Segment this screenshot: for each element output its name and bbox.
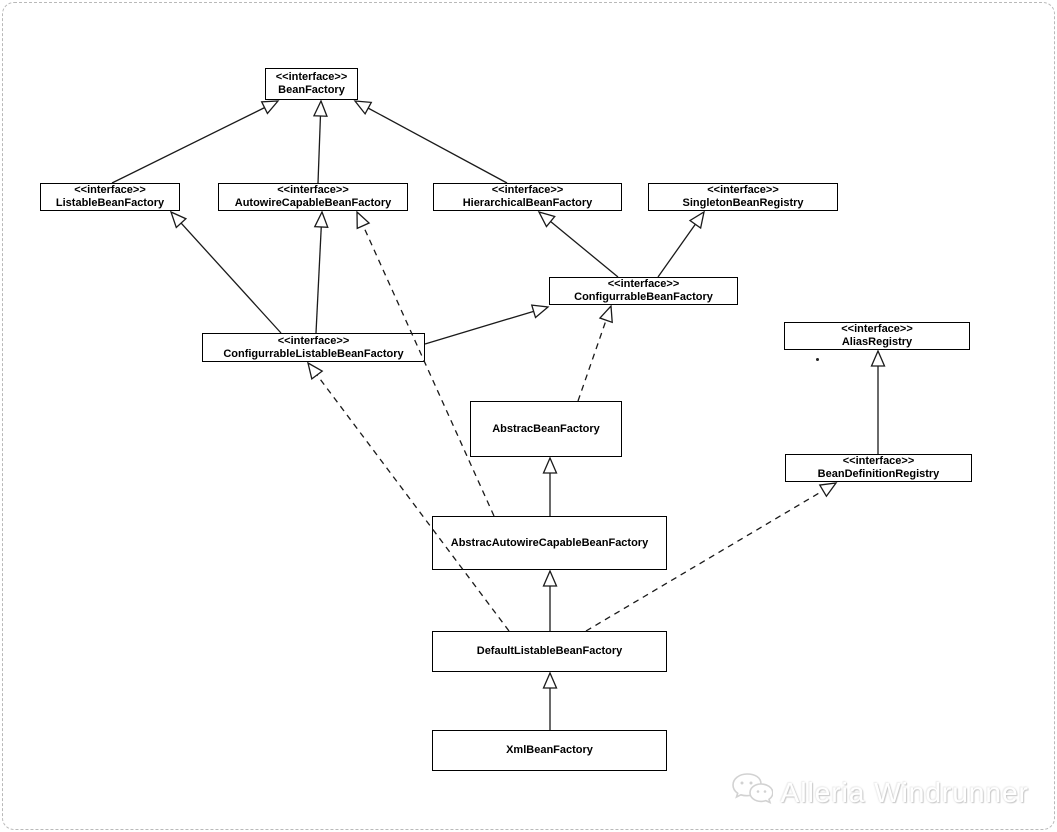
watermark-text: Alleria Windrunner xyxy=(780,776,1029,808)
class-node-abstrac-autowire-capable-bean-factory: AbstracAutowireCapableBeanFactory xyxy=(432,516,667,570)
class-name-label: AbstracBeanFactory xyxy=(492,422,600,435)
class-name-label: AliasRegistry xyxy=(841,336,913,348)
class-name-label: AutowireCapableBeanFactory xyxy=(234,197,392,209)
class-name-label: XmlBeanFactory xyxy=(506,744,593,756)
stereotype-label: <<interface>> xyxy=(707,184,779,196)
class-name-label: ConfigurrableListableBeanFactory xyxy=(223,347,404,360)
stereotype-label: <<interface>> xyxy=(841,323,913,335)
class-name-label: HierarchicalBeanFactory xyxy=(462,197,593,209)
wechat-icon xyxy=(731,772,774,813)
class-name-label: BeanDefinitionRegistry xyxy=(817,468,940,480)
stereotype-label: <<interface>> xyxy=(275,71,348,83)
class-node-bean-definition-registry: <<interface>>BeanDefinitionRegistry xyxy=(785,454,972,482)
class-node-configurrable-listable-bean-factory: <<interface>>ConfigurrableListableBeanFa… xyxy=(202,333,425,362)
class-name-label: SingletonBeanRegistry xyxy=(682,197,804,209)
class-name-label: ConfigurrableBeanFactory xyxy=(574,291,713,303)
class-node-singleton-bean-registry: <<interface>>SingletonBeanRegistry xyxy=(648,183,838,211)
class-name-label: AbstracAutowireCapableBeanFactory xyxy=(450,536,649,549)
class-node-hierarchical-bean-factory: <<interface>>HierarchicalBeanFactory xyxy=(433,183,622,211)
stereotype-label: <<interface>> xyxy=(607,278,680,290)
class-node-listable-bean-factory: <<interface>>ListableBeanFactory xyxy=(40,183,180,211)
class-node-configurrable-bean-factory: <<interface>>ConfigurrableBeanFactory xyxy=(549,277,738,305)
class-node-alias-registry: <<interface>>AliasRegistry xyxy=(784,322,970,350)
class-node-xml-bean-factory: XmlBeanFactory xyxy=(432,730,667,771)
class-node-abstrac-bean-factory: AbstracBeanFactory xyxy=(470,401,622,457)
stereotype-label: <<interface>> xyxy=(277,184,349,196)
stereotype-label: <<interface>> xyxy=(491,184,564,196)
stray-dot xyxy=(816,358,819,361)
class-node-autowire-capable-bean-factory: <<interface>>AutowireCapableBeanFactory xyxy=(218,183,408,211)
class-name-label: DefaultListableBeanFactory xyxy=(476,645,623,657)
stereotype-label: <<interface>> xyxy=(842,455,915,467)
class-node-bean-factory: <<interface>>BeanFactory xyxy=(265,68,358,100)
class-name-label: ListableBeanFactory xyxy=(55,197,165,209)
stereotype-label: <<interface>> xyxy=(74,184,146,196)
watermark: Alleria Windrunner xyxy=(731,772,1029,813)
stereotype-label: <<interface>> xyxy=(277,334,350,347)
class-name-label: BeanFactory xyxy=(278,84,345,96)
class-node-default-listable-bean-factory: DefaultListableBeanFactory xyxy=(432,631,667,672)
